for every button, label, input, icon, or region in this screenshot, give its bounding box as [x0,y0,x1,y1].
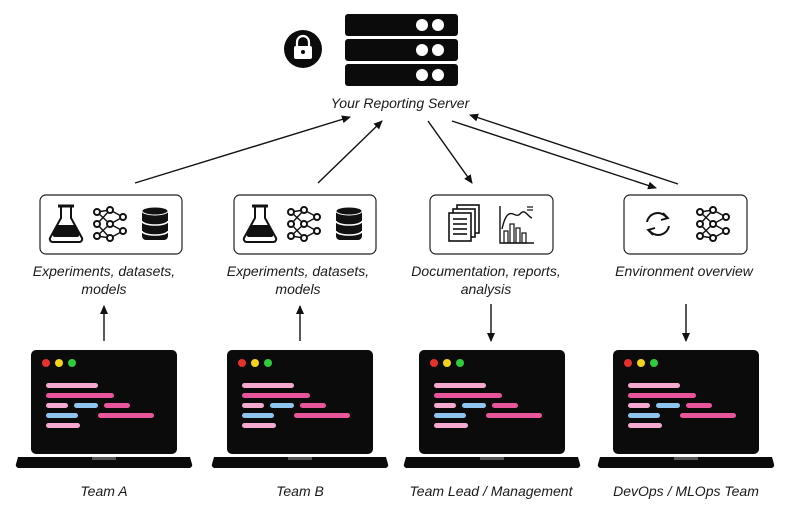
caption-devops: Environment overview [594,262,774,280]
team-label-a: Team A [80,483,128,499]
code-line [628,393,696,398]
team-label-lead: Team Lead / Management [409,483,573,499]
code-line [242,393,310,398]
code-line [434,423,468,428]
neural-network-icon [696,206,730,242]
caption-team-b: Experiments, datasets, models [208,262,388,298]
window-dot-yellow [251,359,259,367]
code-line [628,403,650,408]
flask-icon [48,204,84,243]
caption-line-1: Documentation, reports, [411,263,561,279]
window-dot-red [238,359,246,367]
window-dot-yellow [443,359,451,367]
code-line [46,413,78,418]
caption-team-lead: Documentation, reports, analysis [396,262,576,298]
laptop-base [597,457,775,469]
caption-line-1: Experiments, datasets, [32,263,176,279]
code-line [242,423,276,428]
laptop-hinge [288,457,312,460]
lock-icon [284,30,322,68]
caption-team-a: Experiments, datasets, models [14,262,194,298]
code-line [98,413,154,418]
code-line [686,403,712,408]
database-icon [335,206,363,240]
laptop-base [211,457,389,469]
laptop-team-lead [403,350,581,469]
laptop-screen [227,350,373,454]
laptop-hinge [674,457,698,460]
code-line [434,393,502,398]
team-label-devops: DevOps / MLOps Team [613,483,759,499]
laptop-devops [597,350,775,469]
window-dot-red [624,359,632,367]
caption-line-1: Environment overview [615,263,753,279]
laptop-hinge [480,457,504,460]
caption-line-2: models [275,281,321,297]
window-dot-green [264,359,272,367]
laptops [15,350,775,469]
server-rack-icon [345,14,458,86]
code-line [434,413,466,418]
code-line [294,413,350,418]
code-line [680,413,736,418]
code-line [46,423,80,428]
window-dot-red [42,359,50,367]
flow-arrows [100,113,690,342]
window-dot-green [650,359,658,367]
code-line [628,423,662,428]
arrow-team-b-to-server [317,120,383,184]
arrow-team-a-to-server [134,115,351,184]
code-line [270,403,294,408]
server-label: Your Reporting Server [330,95,470,111]
sync-icon [646,212,670,236]
team-label-b: Team B [276,483,324,499]
laptop-team-b [211,350,389,469]
laptop-base [15,457,193,469]
code-line [434,403,456,408]
flask-icon [242,204,278,243]
neural-network-icon [93,206,127,242]
code-line [492,403,518,408]
arrow-server-to-devops [451,120,657,190]
window-dot-green [68,359,76,367]
code-line [462,403,486,408]
arrow-server-to-team-lead [427,120,473,184]
documents-icon [448,204,480,242]
caption-line-2: analysis [460,281,512,297]
laptop-hinge [92,457,116,460]
laptop-screen [613,350,759,454]
code-line [74,403,98,408]
report-chart-icon [499,206,534,244]
caption-line-1: Experiments, datasets, [226,263,370,279]
code-line [656,403,680,408]
code-line [242,403,264,408]
code-line [46,383,98,388]
code-line [300,403,326,408]
database-icon [141,206,169,240]
code-line [242,383,294,388]
code-line [486,413,542,418]
window-dot-green [456,359,464,367]
window-dot-yellow [637,359,645,367]
laptop-base [403,457,581,469]
code-line [628,383,680,388]
code-line [104,403,130,408]
code-line [434,383,486,388]
laptop-team-a [15,350,193,469]
code-line [242,413,274,418]
icon-box-devops [623,194,748,255]
window-dot-red [430,359,438,367]
code-line [46,393,114,398]
laptop-screen [419,350,565,454]
window-dot-yellow [55,359,63,367]
neural-network-icon [287,206,321,242]
code-line [46,403,68,408]
caption-line-2: models [81,281,127,297]
code-line [628,413,660,418]
arrow-devops-to-server [469,113,679,185]
laptop-screen [31,350,177,454]
